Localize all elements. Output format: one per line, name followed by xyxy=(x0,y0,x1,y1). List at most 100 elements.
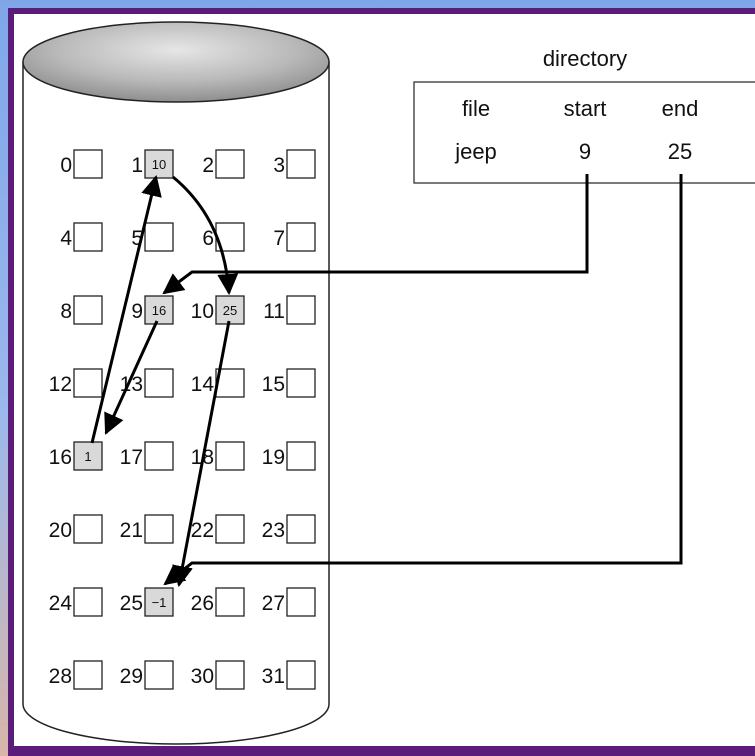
block-number: 30 xyxy=(191,665,214,688)
disk-block-12: 12 xyxy=(49,369,102,397)
disk-block-15: 15 xyxy=(262,369,315,397)
next-block-pointer: 10 xyxy=(152,157,166,172)
free-block-box xyxy=(216,661,244,689)
disk-block-2: 2 xyxy=(202,150,244,178)
disk-block-25: 25 −1 xyxy=(120,588,173,616)
block-number: 9 xyxy=(131,300,143,323)
directory-column-start: start xyxy=(564,96,607,121)
block-number: 15 xyxy=(262,373,285,396)
disk-block-27: 27 xyxy=(262,588,315,616)
disk-block-5: 5 xyxy=(131,223,173,251)
block-number: 17 xyxy=(120,446,143,469)
disk-block-24: 24 xyxy=(49,588,102,616)
directory-title: directory xyxy=(543,46,627,71)
block-number: 6 xyxy=(202,227,214,250)
free-block-box xyxy=(287,515,315,543)
block-number: 14 xyxy=(191,373,215,396)
next-block-pointer: 16 xyxy=(152,303,166,318)
disk-block-30: 30 xyxy=(191,661,244,689)
block-number: 0 xyxy=(60,154,72,177)
block-number: 27 xyxy=(262,592,285,615)
block-number: 10 xyxy=(191,300,214,323)
free-block-box xyxy=(74,588,102,616)
disk-block-6: 6 xyxy=(202,223,244,251)
free-block-box xyxy=(287,150,315,178)
free-block-box xyxy=(74,150,102,178)
disk-block-8: 8 xyxy=(60,296,102,324)
disk-block-29: 29 xyxy=(120,661,173,689)
free-block-box xyxy=(145,661,173,689)
free-block-box xyxy=(145,223,173,251)
disk-block-21: 21 xyxy=(120,515,173,543)
block-number: 25 xyxy=(120,592,143,615)
block-number: 16 xyxy=(49,446,72,469)
disk-block-22: 22 xyxy=(191,515,244,543)
block-number: 12 xyxy=(49,373,72,396)
disk-block-4: 4 xyxy=(60,223,102,251)
directory-entry-end: 25 xyxy=(668,139,692,164)
free-block-box xyxy=(287,223,315,251)
block-number: 21 xyxy=(120,519,143,542)
block-number: 20 xyxy=(49,519,72,542)
disk-block-20: 20 xyxy=(49,515,102,543)
disk-block-19: 19 xyxy=(262,442,315,470)
free-block-box xyxy=(74,515,102,543)
disk-block-0: 0 xyxy=(60,150,102,178)
directory-column-end: end xyxy=(662,96,699,121)
free-block-box xyxy=(74,661,102,689)
disk-block-1: 1 10 xyxy=(131,150,173,178)
next-block-pointer: −1 xyxy=(152,595,167,610)
disk-block-7: 7 xyxy=(273,223,315,251)
directory-entry-file: jeep xyxy=(454,139,497,164)
free-block-box xyxy=(145,442,173,470)
disk-block-9: 9 16 xyxy=(131,296,173,324)
block-number: 22 xyxy=(191,519,214,542)
free-block-box xyxy=(287,296,315,324)
free-block-box xyxy=(287,588,315,616)
block-number: 3 xyxy=(273,154,285,177)
disk-block-10: 10 25 xyxy=(191,296,244,324)
directory-column-file: file xyxy=(462,96,490,121)
block-number: 19 xyxy=(262,446,285,469)
block-number: 7 xyxy=(273,227,285,250)
block-number: 2 xyxy=(202,154,214,177)
free-block-box xyxy=(216,150,244,178)
disk-block-17: 17 xyxy=(120,442,173,470)
free-block-box xyxy=(287,661,315,689)
free-block-box xyxy=(216,515,244,543)
block-number: 26 xyxy=(191,592,214,615)
free-block-box xyxy=(74,369,102,397)
disk-block-26: 26 xyxy=(191,588,244,616)
disk-block-16: 16 1 xyxy=(49,442,102,470)
disk-block-31: 31 xyxy=(262,661,315,689)
block-number: 28 xyxy=(49,665,72,688)
free-block-box xyxy=(145,515,173,543)
block-number: 29 xyxy=(120,665,143,688)
block-number: 23 xyxy=(262,519,285,542)
disk-block-23: 23 xyxy=(262,515,315,543)
disk-block-18: 18 xyxy=(191,442,244,470)
block-number: 31 xyxy=(262,665,285,688)
block-number: 24 xyxy=(49,592,73,615)
directory-entry-start: 9 xyxy=(579,139,591,164)
next-block-pointer: 1 xyxy=(84,449,91,464)
free-block-box xyxy=(216,588,244,616)
free-block-box xyxy=(74,296,102,324)
disk-block-3: 3 xyxy=(273,150,315,178)
next-block-pointer: 25 xyxy=(223,303,237,318)
free-block-box xyxy=(74,223,102,251)
directory-table: directory file start end jeep 9 25 xyxy=(414,46,755,183)
free-block-box xyxy=(287,369,315,397)
free-block-box xyxy=(145,369,173,397)
block-number: 4 xyxy=(60,227,72,250)
disk-block-11: 11 xyxy=(263,296,315,324)
block-number: 11 xyxy=(263,300,285,323)
disk-top xyxy=(23,22,329,102)
block-number: 1 xyxy=(131,154,143,177)
free-block-box xyxy=(216,442,244,470)
disk-block-28: 28 xyxy=(49,661,102,689)
free-block-box xyxy=(287,442,315,470)
block-number: 8 xyxy=(60,300,72,323)
